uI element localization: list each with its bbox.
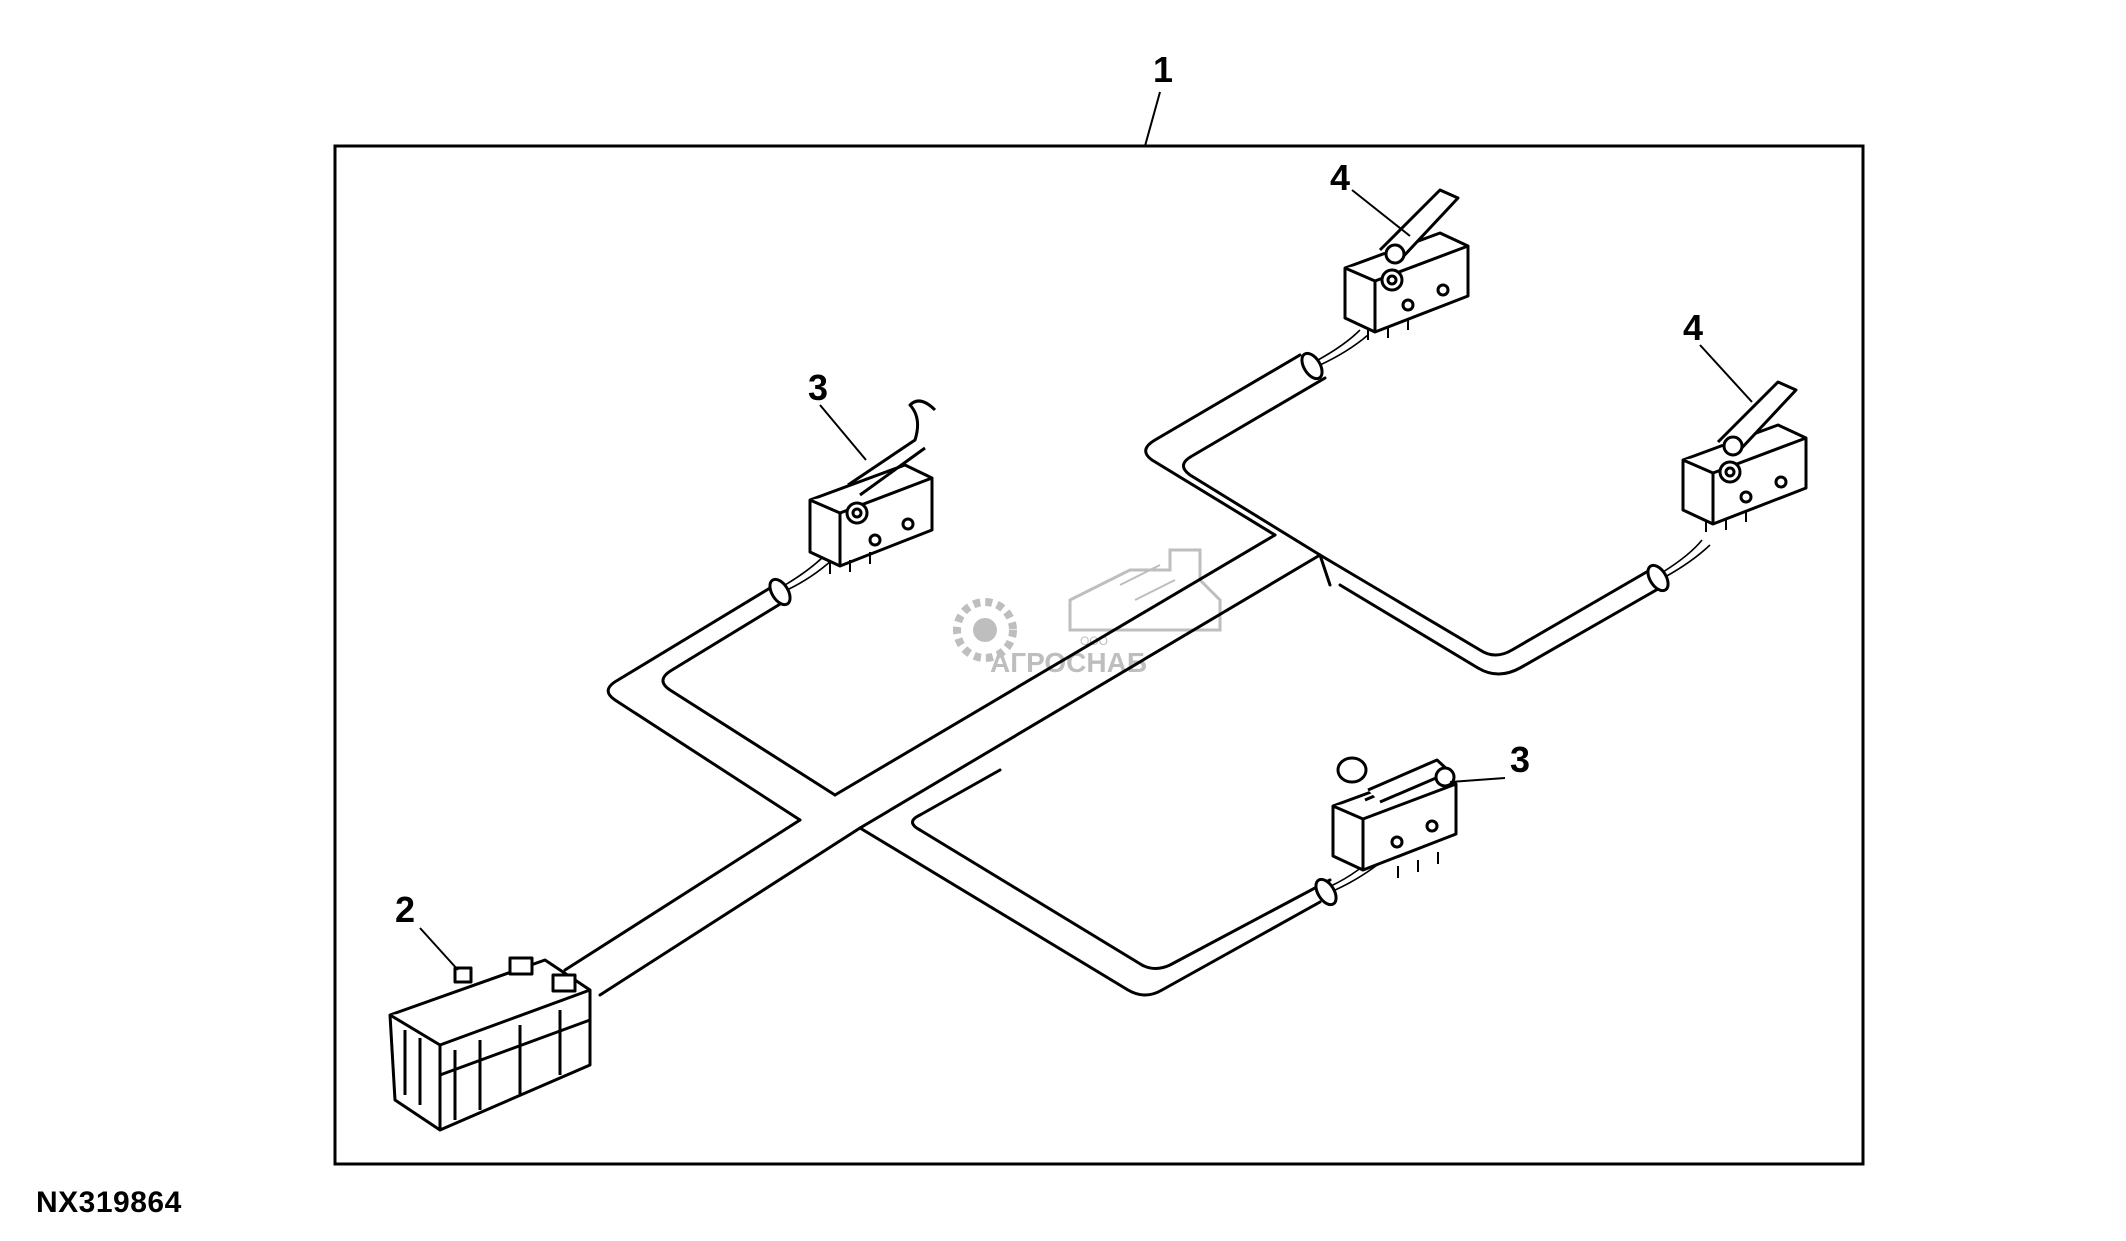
figure-id: NX319864 — [36, 1186, 182, 1219]
leader-lines — [419, 91, 1753, 971]
harness-cable — [563, 353, 1667, 997]
micro-switch-4-right — [1681, 380, 1808, 532]
callout-2: 2 — [395, 889, 415, 930]
micro-switch-3-lower — [1331, 756, 1458, 878]
micro-switch-3-upper — [808, 399, 937, 574]
callout-3-upper: 3 — [808, 367, 828, 408]
watermark-logo: ООО АГРОСНАБ — [953, 548, 1222, 678]
callout-4-right: 4 — [1683, 307, 1703, 348]
callout-3-lower: 3 — [1510, 739, 1530, 780]
micro-switch-4-top — [1343, 188, 1470, 340]
callout-1: 1 — [1153, 49, 1173, 90]
callout-4-top: 4 — [1330, 157, 1350, 198]
harness-connector — [388, 956, 592, 1132]
assembly-frame — [333, 144, 1865, 1166]
switch-leads — [784, 329, 1711, 892]
